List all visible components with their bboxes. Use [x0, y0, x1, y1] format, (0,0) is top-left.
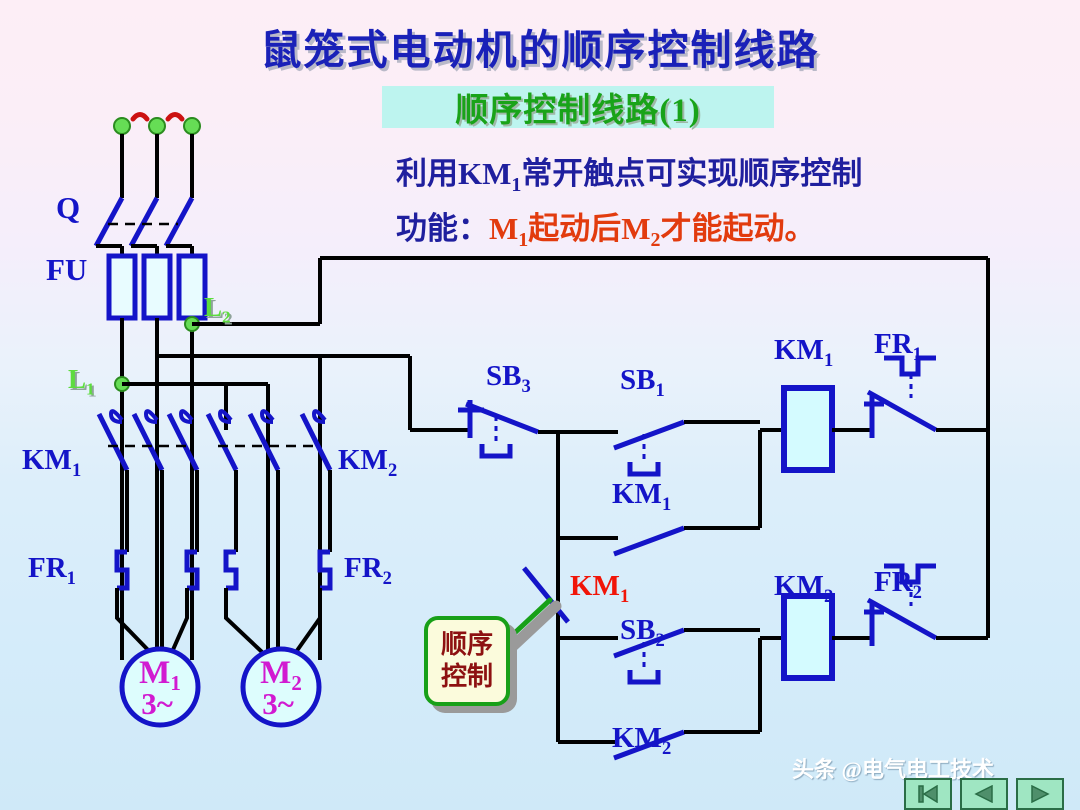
coil-KM1: [760, 385, 872, 473]
label-FU: FU: [46, 252, 88, 287]
desc-l2-prefix: 功能：: [396, 211, 489, 247]
label-KM1-main: KM1: [22, 444, 82, 481]
page-title: 鼠笼式电动机的顺序控制线路: [260, 27, 820, 73]
desc-l2-b-sub: 2: [650, 229, 661, 252]
desc-l2-a-sub: 1: [518, 229, 529, 252]
description-line-2: 功能：M1起动后M2才能起动。: [396, 207, 996, 262]
overload-contact-FR2[interactable]: [864, 430, 990, 646]
desc-l2-b: 起动后M: [528, 211, 651, 247]
label-FR1-main: FR1: [28, 552, 76, 589]
desc-l1-sub: 1: [511, 174, 522, 197]
callout-line-2: 控制: [440, 662, 493, 691]
prev-icon: [974, 785, 993, 803]
label-SB1: SB1: [620, 364, 665, 401]
stop-button-SB3[interactable]: [452, 400, 558, 459]
subtitle-text: 顺序控制线路(1): [455, 93, 701, 129]
start-button-SB2[interactable]: [613, 627, 760, 685]
desc-l1-b: 常开触点可实现顺序控制: [521, 156, 863, 191]
description-line-1: 利用KM1常开触点可实现顺序控制: [396, 152, 996, 207]
next-icon: [1031, 785, 1050, 803]
desc-l2-a: M: [489, 211, 519, 247]
watermark: 头条 @电气电工技术: [792, 757, 994, 782]
seal-contact-KM2[interactable]: [613, 638, 762, 761]
start-button-SB1[interactable]: [613, 419, 760, 477]
label-L1: L1: [68, 364, 95, 399]
isolator-switch-Q[interactable]: [93, 196, 195, 256]
label-Q: Q: [56, 190, 81, 225]
control-bus: [114, 256, 990, 432]
label-FR1-contact: FR1: [874, 328, 922, 365]
motor-M2: [240, 646, 322, 728]
callout-line-1: 顺序: [440, 630, 493, 659]
supply-terminals: [113, 112, 201, 198]
label-KM1-interlock: KM1: [570, 570, 630, 607]
first-slide-button[interactable]: [904, 778, 952, 810]
ac-tilde-icon-2: [165, 112, 185, 122]
label-FR2-main: FR2: [344, 552, 392, 589]
label-FR2-contact: FR2: [874, 566, 922, 603]
label-KM1-seal: KM1: [612, 478, 672, 515]
sequence-control-callout: 顺序 控制: [424, 616, 510, 706]
overload-contact-FR1[interactable]: [864, 355, 988, 438]
subtitle-banner: 顺序控制线路(1): [382, 86, 774, 129]
rung1-rails: [556, 430, 618, 540]
first-icon: [918, 785, 938, 803]
contactor-KM2-main[interactable]: [205, 409, 333, 660]
label-SB3: SB3: [486, 360, 531, 397]
label-KM2-main: KM2: [338, 444, 398, 481]
motor-M1: [119, 646, 201, 728]
desc-l2-c: 才能起动。: [660, 211, 816, 247]
rung2-rails: [556, 636, 618, 744]
branch2-feeders: [122, 356, 322, 660]
next-slide-button[interactable]: [1016, 778, 1064, 810]
interlock-contact-KM1[interactable]: [522, 560, 570, 624]
thermal-relay-FR2: [223, 549, 333, 654]
seal-contact-KM1[interactable]: [613, 430, 762, 557]
contactor-KM1-main[interactable]: [96, 409, 200, 660]
ac-tilde-icon-1: [130, 112, 150, 122]
slide-navigation: [904, 778, 1064, 810]
thermal-relay-FR1: [114, 549, 200, 654]
label-L2: L2: [204, 292, 231, 327]
label-SB2: SB2: [620, 614, 665, 651]
label-KM1-coil: KM1: [774, 334, 834, 371]
label-KM2-seal: KM2: [612, 722, 672, 759]
motor-M1-phase: 3~: [141, 686, 173, 721]
motor-M2-phase: 3~: [262, 686, 294, 721]
previous-slide-button[interactable]: [960, 778, 1008, 810]
coil-KM2: [760, 593, 872, 681]
description-text: 利用KM1常开触点可实现顺序控制 功能：M1起动后M2才能起动。: [396, 152, 996, 262]
label-KM2-coil: KM2: [774, 570, 834, 607]
desc-l1-a: 利用KM: [396, 156, 512, 191]
